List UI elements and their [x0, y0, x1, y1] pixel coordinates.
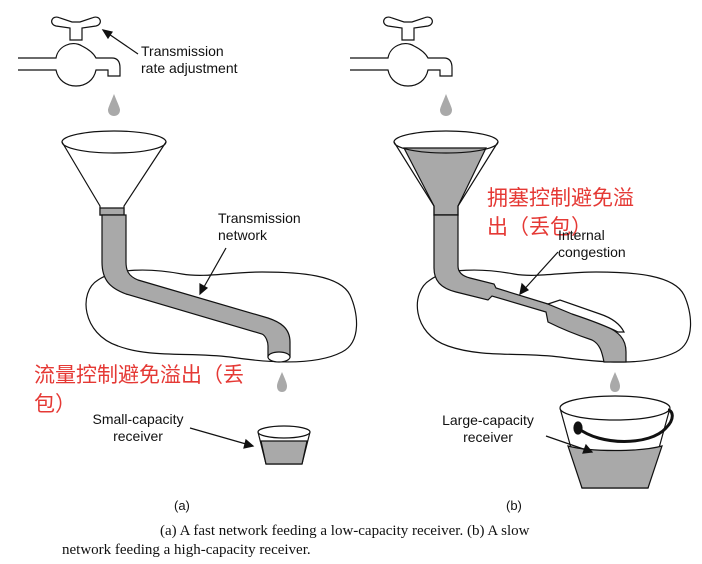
droplet-a-top	[108, 94, 120, 116]
droplet-b-top	[440, 94, 452, 116]
label-transmission-rate-line2: rate adjustment	[141, 60, 238, 76]
figure-caption-line1: (a) A fast network feeding a low-capacit…	[160, 523, 530, 539]
label-small-capacity-line1: Small-capacity	[92, 411, 184, 427]
label-transmission-rate-line1: Transmission	[141, 43, 224, 59]
droplet-b-bottom	[610, 372, 620, 392]
faucet-handle-a	[51, 16, 101, 41]
small-receiver-rim-a	[257, 425, 311, 439]
pipe-outlet-a	[267, 351, 291, 363]
funnel-rim-a	[61, 130, 167, 154]
label-small-capacity-receiver: Small-capacity receiver	[86, 411, 190, 445]
faucet-handle-b	[383, 16, 433, 41]
label-transmission-rate: Transmission rate adjustment	[141, 43, 238, 77]
droplet-a-bottom	[277, 372, 287, 392]
arrow-congestion-b	[519, 251, 559, 295]
figure-caption-line2: network feeding a high-capacity receiver…	[62, 542, 311, 558]
bucket-rim-b	[559, 395, 671, 421]
arrowhead-receiver-b	[582, 443, 594, 454]
label-transmission-network-line1: Transmission	[218, 210, 301, 226]
arrow-receiver-a	[189, 427, 254, 447]
annotation-flow-control: 流量控制避免溢出（丢 包）	[34, 361, 244, 419]
faucet-body-b	[350, 43, 453, 87]
label-large-capacity-line2: receiver	[463, 429, 513, 445]
pipe-b	[433, 214, 627, 363]
annotation-congestion-control-line2: 出（丢包）	[487, 215, 592, 239]
annotation-flow-control-line2: 包）	[34, 392, 76, 416]
arrowhead-receiver-a	[243, 438, 255, 449]
label-large-capacity-receiver: Large-capacity receiver	[436, 412, 540, 446]
label-transmission-network-line2: network	[218, 227, 268, 243]
funnel-rim-b	[393, 130, 499, 154]
arrowhead-congestion-b	[519, 282, 530, 296]
pipe-b-upper-wall	[546, 299, 625, 333]
label-transmission-network: Transmission network	[218, 210, 301, 244]
annotation-flow-control-line1: 流量控制避免溢出（丢	[34, 363, 244, 387]
bucket-water-b	[567, 445, 663, 489]
bucket-handle-knob-b	[573, 421, 583, 435]
panel-a	[18, 16, 358, 465]
label-internal-congestion: Internal congestion	[558, 227, 626, 261]
annotation-congestion-control: 拥塞控制避免溢 出（丢包）	[487, 184, 634, 242]
arrowhead-rate-a	[101, 29, 113, 40]
bucket-handle-b	[577, 408, 674, 443]
arrowhead-network-a	[199, 282, 209, 296]
panel-b	[350, 16, 692, 489]
annotation-congestion-control-line1: 拥塞控制避免溢	[487, 186, 634, 210]
label-large-capacity-line1: Large-capacity	[442, 412, 534, 428]
panel-b-label: (b)	[506, 498, 522, 513]
panel-a-label: (a)	[174, 498, 190, 513]
small-receiver-water-a	[260, 440, 308, 465]
label-small-capacity-line2: receiver	[113, 428, 163, 444]
network-cloud-b	[416, 269, 692, 363]
network-cloud-a	[85, 269, 358, 363]
label-internal-congestion-line2: congestion	[558, 244, 626, 260]
label-internal-congestion-line1: Internal	[558, 227, 605, 243]
funnel-water-a	[99, 207, 125, 216]
faucet-body-a	[18, 43, 121, 87]
